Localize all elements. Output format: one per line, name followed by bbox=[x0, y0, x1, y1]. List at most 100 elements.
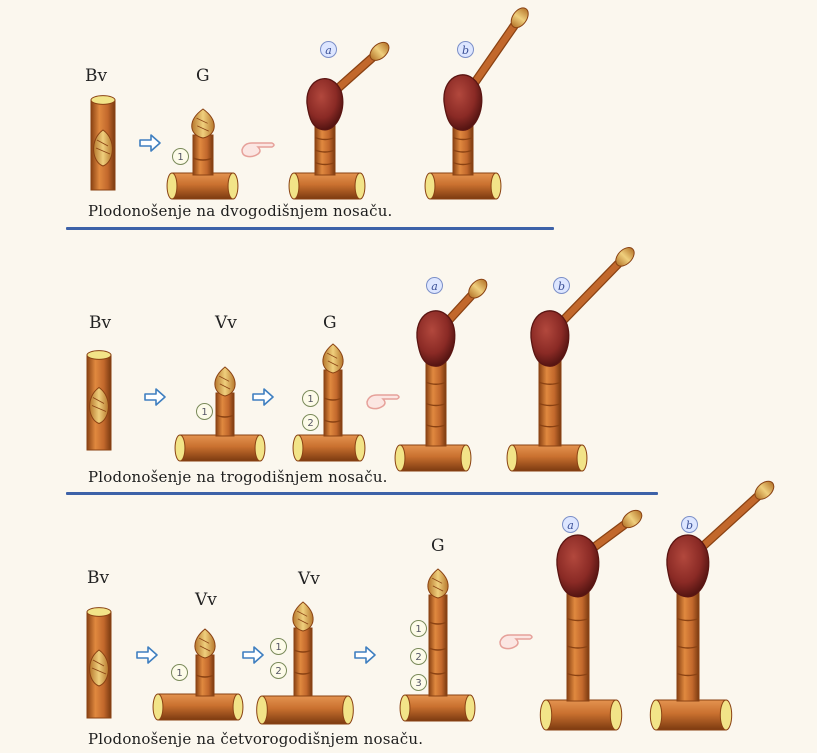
hand-shape bbox=[242, 143, 274, 157]
cut-face bbox=[491, 173, 501, 199]
arrow-shape bbox=[145, 389, 165, 405]
stage-mark: 1 bbox=[410, 620, 427, 637]
arrow-right-icon bbox=[137, 647, 157, 663]
cut-face bbox=[257, 696, 268, 724]
fruit-body bbox=[417, 311, 455, 366]
fruit-body bbox=[531, 311, 569, 366]
branch-body bbox=[180, 435, 265, 461]
arrow-shape bbox=[253, 389, 273, 405]
section-two-year bbox=[91, 5, 532, 199]
arrow-shape bbox=[137, 647, 157, 663]
cut-face bbox=[355, 173, 365, 199]
bud bbox=[428, 569, 448, 598]
shoot-body bbox=[193, 135, 213, 175]
variant-a-badge: a bbox=[320, 41, 337, 58]
section-caption: Plodonošenje na četvorogodišnjem nosaču. bbox=[88, 730, 423, 748]
section-caption: Plodonošenje na dvogodišnjem nosaču. bbox=[88, 202, 393, 220]
bud bbox=[293, 602, 313, 631]
section-four-year bbox=[87, 478, 777, 730]
hand-shape bbox=[500, 635, 532, 649]
cut-face bbox=[507, 445, 517, 471]
section-caption: Plodonošenje na trogodišnjem nosaču. bbox=[88, 468, 388, 486]
pointing-hand-icon bbox=[500, 635, 532, 649]
cut-face bbox=[400, 695, 410, 721]
cut-face bbox=[355, 435, 365, 461]
stage-mark: 3 bbox=[410, 674, 427, 691]
arrow-right-icon bbox=[140, 135, 160, 151]
shoot-body bbox=[324, 370, 342, 436]
bud bbox=[215, 367, 235, 396]
stage-mark: 1 bbox=[171, 664, 188, 681]
hand-shape bbox=[367, 395, 399, 409]
label-vv: Vv bbox=[195, 590, 217, 610]
fruit-body bbox=[667, 535, 709, 597]
stage-mark: 2 bbox=[302, 414, 319, 431]
branch-body bbox=[158, 694, 243, 720]
spur-body bbox=[539, 361, 561, 446]
label-vv: Vv bbox=[298, 569, 320, 589]
spur-body bbox=[453, 125, 473, 175]
arrow-right-icon bbox=[355, 647, 375, 663]
cut-face bbox=[228, 173, 238, 199]
cut-face bbox=[87, 351, 111, 360]
label-g: G bbox=[431, 536, 445, 556]
cut-face bbox=[461, 445, 471, 471]
cut-face bbox=[465, 695, 475, 721]
label-vv: Vv bbox=[215, 313, 237, 333]
cut-face bbox=[233, 694, 243, 720]
pointing-hand-icon bbox=[242, 143, 274, 157]
bud bbox=[323, 344, 343, 373]
cut-face bbox=[91, 96, 115, 105]
label-bv: Bv bbox=[89, 313, 111, 333]
cut-face bbox=[167, 173, 177, 199]
section-separator bbox=[66, 492, 658, 495]
spur-body bbox=[315, 125, 335, 175]
branch-body bbox=[400, 445, 471, 471]
section-separator bbox=[66, 227, 554, 230]
pointing-hand-icon bbox=[367, 395, 399, 409]
cut-face bbox=[153, 694, 163, 720]
variant-b-badge: b bbox=[553, 277, 570, 294]
stage-mark: 1 bbox=[302, 390, 319, 407]
branch-body bbox=[262, 696, 353, 724]
bud bbox=[192, 109, 214, 138]
cut-face bbox=[720, 700, 731, 730]
cut-face bbox=[425, 173, 435, 199]
stage-mark: 1 bbox=[270, 638, 287, 655]
cut-face bbox=[577, 445, 587, 471]
branch-body bbox=[294, 173, 365, 199]
cut-face bbox=[289, 173, 299, 199]
arrow-right-icon bbox=[145, 389, 165, 405]
shoot-body bbox=[216, 393, 234, 436]
cut-face bbox=[87, 608, 111, 617]
stage-mark: 2 bbox=[410, 648, 427, 665]
cut-face bbox=[540, 700, 551, 730]
label-g: G bbox=[323, 313, 337, 333]
arrow-right-icon bbox=[253, 389, 273, 405]
variant-a-badge: a bbox=[426, 277, 443, 294]
branch-body bbox=[430, 173, 501, 199]
branch-body bbox=[405, 695, 475, 721]
variant-b-badge: b bbox=[457, 41, 474, 58]
stage-mark: 1 bbox=[196, 403, 213, 420]
bud bbox=[195, 629, 215, 658]
stage-mark: 2 bbox=[270, 662, 287, 679]
cut-face bbox=[650, 700, 661, 730]
spur-body bbox=[567, 591, 589, 701]
cut-face bbox=[255, 435, 265, 461]
arrow-right-icon bbox=[243, 647, 263, 663]
spur-body bbox=[426, 361, 446, 446]
arrow-shape bbox=[140, 135, 160, 151]
cut-face bbox=[343, 696, 354, 724]
stage-mark: 1 bbox=[172, 148, 189, 165]
label-bv: Bv bbox=[85, 66, 107, 86]
arrow-shape bbox=[355, 647, 375, 663]
shoot-body bbox=[429, 595, 447, 696]
branch-body bbox=[512, 445, 587, 471]
cut-face bbox=[293, 435, 303, 461]
variant-a-badge: a bbox=[562, 516, 579, 533]
fruit-body bbox=[444, 75, 482, 130]
shoot-body bbox=[294, 628, 312, 696]
cut-face bbox=[395, 445, 405, 471]
